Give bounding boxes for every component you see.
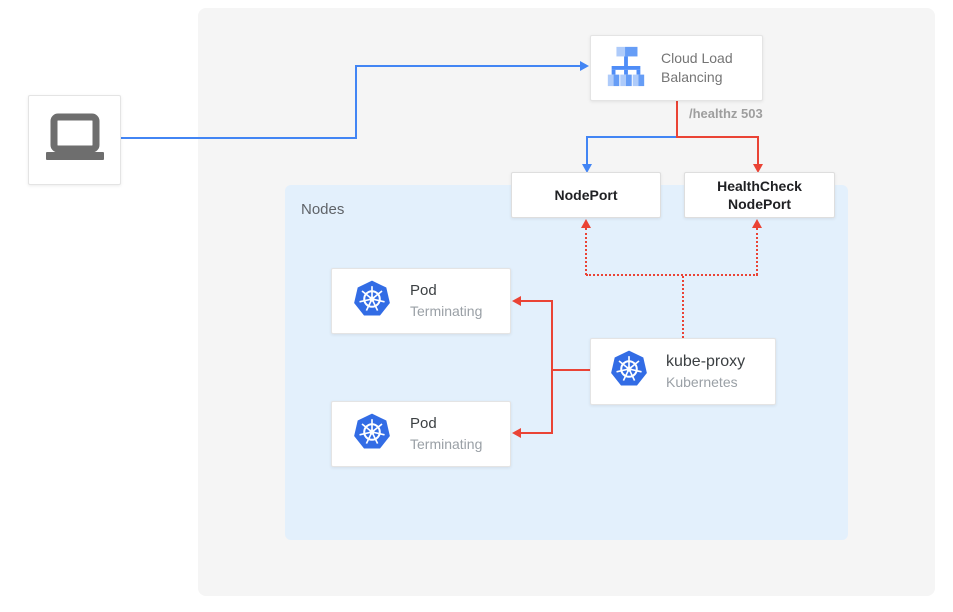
pod2-status: Terminating [410,435,483,452]
kube-proxy-title: kube-proxy [666,353,746,371]
edge-client-to-lb-h2 [355,65,581,67]
kubernetes-icon [350,410,394,459]
edge-lb-down [676,101,678,138]
nodeport-label: NodePort [554,186,618,203]
laptop-icon [43,110,107,171]
arrowhead-up-healthcheck [752,219,762,228]
arrowhead-up-nodeport [581,219,591,228]
cloud-load-balancing-icon [603,44,649,93]
cloud-load-balancing-node: Cloud Load Balancing [590,35,763,101]
edge-client-to-lb-v [355,65,357,139]
edge-kubeproxy-dotted-h [586,274,758,276]
edge-branch-red-v [757,136,759,165]
edge-client-to-lb-h1 [121,137,357,139]
pod2-title: Pod [410,415,437,433]
edge-kubeproxy-dotted-v [682,276,684,338]
arrowhead-into-pod2 [512,428,521,438]
edge-kubeproxy-out [552,369,590,371]
healthcheck-label-line1: HealthCheck [717,177,802,194]
edge-branch-blue-v [586,136,588,165]
pod1-title: Pod [410,282,437,300]
arrowhead-into-lb [580,61,589,71]
arrowhead-into-healthcheck-nodeport [753,164,763,173]
healthz-503-label: /healthz 503 [689,106,763,121]
healthcheck-nodeport-node: HealthCheck NodePort [684,172,835,218]
nodeport-node: NodePort [511,172,661,218]
edge-to-pod1 [521,300,553,302]
arrowhead-into-nodeport [582,164,592,173]
edge-dotted-to-nodeport [585,228,587,275]
pod-2-node: Pod Terminating [331,401,511,467]
kube-proxy-subtitle: Kubernetes [666,373,738,390]
edge-branch-blue-h [587,136,677,138]
kube-proxy-node: kube-proxy Kubernetes [590,338,776,405]
healthcheck-label-line2: NodePort [728,196,791,212]
edge-pods-v [551,300,553,434]
kubernetes-icon [350,277,394,326]
edge-to-pod2 [521,432,553,434]
client-node [28,95,121,185]
pod1-status: Terminating [410,302,483,319]
lb-label-line1: Cloud Load [661,50,733,67]
edge-branch-red-h [676,136,759,138]
lb-label-line2: Balancing [661,69,723,85]
kubernetes-icon [607,347,651,396]
arrowhead-into-pod1 [512,296,521,306]
edge-dotted-to-healthcheck [756,228,758,275]
pod-1-node: Pod Terminating [331,268,511,334]
nodes-panel-label: Nodes [301,201,345,218]
